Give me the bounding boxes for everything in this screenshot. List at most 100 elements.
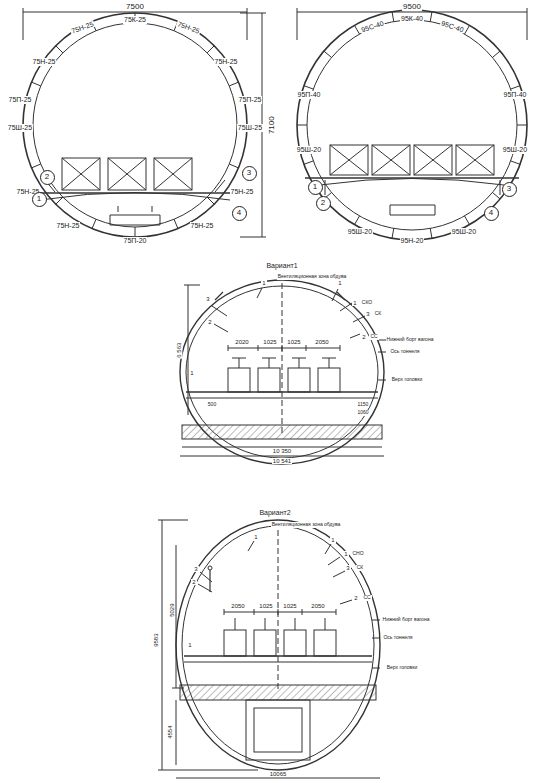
label: СНО — [351, 551, 364, 556]
label: 75Ш-25 — [237, 124, 263, 131]
segment-joint — [324, 51, 332, 57]
label: Верх головки — [391, 377, 424, 382]
label: 3 — [193, 566, 198, 572]
label: 95К-40 — [400, 15, 424, 22]
segment-joint — [32, 82, 41, 86]
callout-number: 2 — [321, 199, 325, 207]
label: 1 — [253, 534, 258, 540]
label: 1 — [343, 551, 348, 557]
callout-circle: 2 — [40, 170, 55, 185]
segment-joint — [174, 219, 178, 228]
label: 75Н-25 — [230, 188, 255, 195]
dimension: 1060 — [356, 410, 369, 415]
segment-joint — [430, 12, 432, 22]
tunnel-section-9500 — [297, 8, 527, 240]
segment-joint — [32, 164, 41, 168]
segment-joint — [135, 227, 136, 237]
label: СКО — [361, 300, 373, 305]
dimension: 1025 — [258, 603, 273, 609]
label: Вентиляционная зона обдува — [277, 274, 348, 279]
tunnel-section-7500 — [23, 8, 266, 237]
label: 3 — [345, 565, 350, 571]
label: 75Ш-25 — [7, 124, 33, 131]
dimension: 10 541 — [272, 458, 292, 464]
label: 2 — [191, 579, 196, 585]
label: 1 — [330, 537, 335, 543]
callout-circle: 2 — [316, 196, 331, 211]
label: СК — [356, 565, 365, 570]
label: 2 — [361, 334, 366, 340]
label: 75Н-25 — [190, 222, 215, 229]
segment-joint — [355, 216, 360, 225]
dimension: 10065 — [269, 771, 288, 777]
segment-joint — [511, 161, 520, 164]
tunnel-variant-1 — [180, 280, 386, 464]
segment-joint — [304, 86, 313, 89]
label: 1 — [187, 642, 192, 648]
label: 95Ш-20 — [502, 146, 528, 153]
label: СС — [362, 595, 371, 600]
dimension: 1025 — [282, 603, 297, 609]
segment-joint — [56, 46, 63, 53]
callout-circle: 1 — [308, 180, 323, 195]
segment-joint — [304, 161, 313, 164]
callout-number: 4 — [489, 209, 493, 217]
segment-joint — [229, 164, 238, 168]
dimension: 7100 — [268, 115, 276, 135]
callout-circle: 3 — [502, 182, 517, 197]
label: 3 — [365, 311, 370, 317]
label: Верх головки — [386, 665, 419, 670]
label: 75Н-25 — [56, 222, 81, 229]
segment-joint — [511, 86, 520, 89]
dimension: 7500 — [125, 3, 145, 11]
segment-joint — [92, 219, 96, 228]
label: 75П-25 — [238, 96, 263, 103]
dimension: 10 350 — [272, 448, 292, 454]
dimension: 5029 — [169, 602, 175, 617]
tunnel-variant-2 — [158, 520, 380, 778]
dimension: 2020 — [234, 339, 249, 345]
segment-joint — [392, 12, 394, 22]
dimension: 2050 — [230, 603, 245, 609]
callout-number: 2 — [45, 173, 49, 181]
segment-joint — [492, 192, 500, 198]
dimension: 4554 — [167, 724, 173, 739]
segment-joint — [430, 228, 432, 238]
label: 95Ш-20 — [451, 228, 477, 235]
label: 95Ш-20 — [296, 146, 322, 153]
dimension: 1025 — [262, 339, 277, 345]
label: 95П-40 — [297, 91, 322, 98]
label: Ось тоннеля — [389, 349, 420, 354]
label: 95П-40 — [503, 91, 528, 98]
label: 75Н-25 — [214, 58, 239, 65]
callout-circle: 3 — [242, 166, 257, 181]
dimension: 9500 — [402, 3, 422, 11]
label: 1 — [261, 280, 266, 286]
segment-joint — [207, 197, 214, 204]
label: 1 — [189, 370, 194, 376]
callout-number: 1 — [313, 183, 317, 191]
callout-circle: 1 — [32, 192, 47, 207]
callout-number: 3 — [507, 185, 511, 193]
label: Нижний борт вагона — [382, 617, 431, 622]
label: 2 — [353, 595, 358, 601]
label: СС — [369, 334, 378, 339]
label: Вентиляционная зона обдува — [271, 522, 342, 527]
label: СК — [374, 311, 383, 316]
segment-joint — [392, 228, 394, 238]
segment-joint — [297, 125, 307, 126]
segment-joint — [229, 82, 238, 86]
callout-number: 3 — [247, 169, 251, 177]
segment-joint — [517, 125, 527, 126]
label: 75П-20 — [123, 237, 148, 244]
label: 1 — [352, 300, 357, 306]
segment-joint — [207, 46, 214, 53]
dimension: 2050 — [310, 603, 325, 609]
label: 2 — [207, 319, 212, 325]
dimension: 2050 — [314, 339, 329, 345]
dimension: 1025 — [286, 339, 301, 345]
label: 75П-25 — [8, 96, 33, 103]
segment-joint — [492, 51, 500, 57]
label: Вариант1 — [265, 262, 298, 269]
segment-joint — [56, 197, 63, 204]
